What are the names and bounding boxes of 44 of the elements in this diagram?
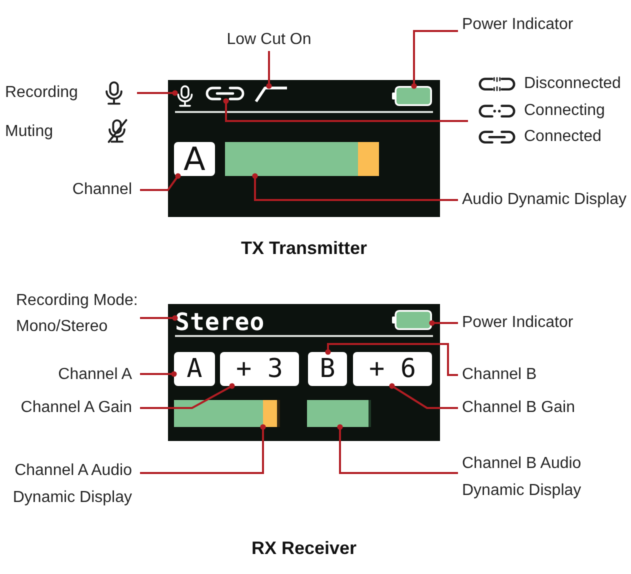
leader-line: [140, 383, 235, 409]
leader-line: [140, 173, 181, 191]
leader-line: [223, 98, 468, 122]
callout-label: Recording: [5, 83, 78, 103]
leader-line: [337, 424, 458, 474]
leader-line: [429, 320, 458, 326]
status-label: Muting: [5, 122, 54, 142]
leader-line: [252, 173, 458, 201]
status-label: Connecting: [524, 101, 605, 121]
callout-label: Audio Dynamic Display: [458, 189, 630, 211]
level-bar: [307, 400, 371, 427]
screen-title: RX Receiver: [250, 537, 358, 560]
callout-label: Recording Mode: Mono/Stereo: [12, 288, 140, 340]
leader-line: [140, 315, 178, 321]
channel-tag: A: [174, 352, 215, 386]
gain-tag: + 3: [220, 352, 299, 386]
gain-tag: + 6: [353, 352, 432, 386]
level-bar: [225, 142, 379, 176]
callout-label: Power Indicator: [458, 312, 608, 334]
leader-line: [411, 30, 458, 89]
callout-label: Channel: [50, 179, 140, 201]
leader-line: [266, 51, 272, 89]
status-label: Connected: [524, 127, 602, 147]
leader-line: [140, 371, 177, 377]
callout-label: Low Cut On: [224, 29, 314, 51]
leader-line: [137, 90, 178, 96]
callout-label: Channel B Gain: [458, 397, 608, 419]
screen-text: Stereo: [175, 309, 275, 336]
channel-tag: A: [174, 142, 215, 176]
display-screen: [168, 304, 440, 441]
callout-label: Channel A Audio Dynamic Display: [8, 457, 140, 511]
leader-line: [140, 424, 266, 474]
callout-label: Channel B: [458, 364, 608, 386]
level-bar: [174, 400, 280, 427]
channel-tag: B: [308, 352, 347, 386]
screen-title: TX Transmitter: [240, 237, 368, 260]
leader-line: [325, 343, 458, 376]
callout-label: Power Indicator: [458, 14, 608, 36]
callout-label: Channel A Gain: [10, 397, 140, 419]
status-label: Disconnected: [524, 74, 621, 94]
callout-label: Channel B Audio Dynamic Display: [458, 450, 608, 504]
leader-line: [389, 383, 458, 409]
callout-label: Channel A: [40, 364, 140, 386]
display-screen: [168, 80, 440, 217]
